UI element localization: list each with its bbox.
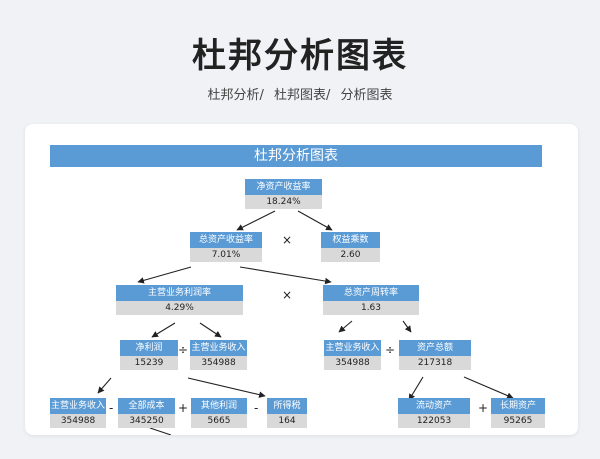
arrow-turnover-revenue	[338, 320, 353, 333]
node-profit-margin[interactable]: 主营业务利润率 4.29%	[116, 285, 243, 315]
node-asset-turnover-label: 总资产周转率	[323, 285, 419, 301]
operator-times-1: ×	[282, 233, 293, 247]
node-current-assets-label: 流动资产	[398, 398, 470, 414]
node-revenue-bottom-label: 主营业务收入	[50, 398, 106, 414]
connector-arrows	[97, 210, 514, 435]
node-revenue-right-value: 354988	[324, 356, 381, 370]
dupont-chart-card: 杜邦分析图表 净资产收益率 18.24% 总资产收益率	[25, 124, 578, 435]
node-roe[interactable]: 净资产收益率 18.24%	[245, 179, 322, 209]
node-revenue-bottom[interactable]: 主营业务收入 354988	[50, 398, 106, 428]
operator-plus-1: +	[178, 401, 189, 415]
node-roa-label: 总资产收益率	[190, 232, 262, 248]
node-total-cost-label: 全部成本	[118, 398, 175, 414]
chart-banner: 杜邦分析图表	[50, 145, 542, 167]
breadcrumb-item-1[interactable]: 杜邦分析/	[207, 88, 264, 103]
operator-times-2: ×	[282, 288, 293, 302]
node-revenue-right-label: 主营业务收入	[324, 340, 381, 356]
node-revenue-left-value: 354988	[190, 356, 247, 370]
node-income-tax-value: 164	[267, 414, 307, 428]
node-other-profit-label: 其他利润	[191, 398, 247, 414]
operator-minus-1: -	[109, 401, 114, 415]
node-long-term-assets-value: 95265	[491, 414, 545, 428]
node-equity-multiplier-label: 权益乘数	[321, 232, 380, 248]
operator-divide-2: ÷	[385, 343, 396, 357]
breadcrumb-item-2[interactable]: 杜邦图表/	[273, 88, 331, 103]
node-roa-value: 7.01%	[190, 248, 262, 262]
node-income-tax-label: 所得税	[267, 398, 307, 414]
node-other-profit[interactable]: 其他利润 5665	[191, 398, 247, 428]
breadcrumb: 杜邦分析/ 杜邦图表/ 分析图表	[0, 84, 600, 103]
node-current-assets-value: 122053	[398, 414, 470, 428]
node-roa[interactable]: 总资产收益率 7.01%	[190, 232, 262, 262]
node-asset-turnover[interactable]: 总资产周转率 1.63	[323, 285, 419, 315]
arrow-assets-current	[408, 376, 424, 401]
arrow-margin-net	[151, 322, 176, 338]
node-equity-multiplier-value: 2.60	[321, 248, 380, 262]
node-net-profit-value: 15239	[120, 356, 178, 370]
node-total-cost-value: 345250	[118, 414, 175, 428]
node-roe-label: 净资产收益率	[245, 179, 322, 195]
node-long-term-assets[interactable]: 长期资产 95265	[491, 398, 545, 428]
arrow-roa-margin	[137, 266, 192, 284]
node-revenue-left-label: 主营业务收入	[190, 340, 247, 356]
arrow-net-tax	[187, 377, 266, 398]
page-title: 杜邦分析图表	[192, 36, 408, 76]
node-total-cost[interactable]: 全部成本 345250	[118, 398, 175, 428]
node-revenue-bottom-value: 354988	[50, 414, 106, 428]
node-other-profit-value: 5665	[191, 414, 247, 428]
arrow-cost-tail	[149, 427, 172, 435]
arrow-roa-turnover	[239, 266, 332, 285]
node-net-profit[interactable]: 净利润 15239	[120, 340, 178, 370]
node-equity-multiplier[interactable]: 权益乘数 2.60	[321, 232, 380, 262]
arrow-roe-equity	[297, 210, 333, 231]
arrow-roe-roa	[236, 210, 276, 231]
arrow-margin-revenue	[199, 322, 222, 338]
node-revenue-right[interactable]: 主营业务收入 354988	[324, 340, 381, 370]
node-asset-turnover-value: 1.63	[323, 301, 419, 315]
node-long-term-assets-label: 长期资产	[491, 398, 545, 414]
node-total-assets-value: 217318	[399, 356, 471, 370]
node-total-assets-label: 资产总额	[399, 340, 471, 356]
node-profit-margin-label: 主营业务利润率	[116, 285, 243, 301]
node-revenue-left[interactable]: 主营业务收入 354988	[190, 340, 247, 370]
operator-minus-2: -	[254, 401, 259, 415]
node-income-tax[interactable]: 所得税 164	[267, 398, 307, 428]
node-total-assets[interactable]: 资产总额 217318	[399, 340, 471, 370]
node-net-profit-label: 净利润	[120, 340, 178, 356]
arrow-assets-longterm	[463, 376, 514, 399]
breadcrumb-item-3[interactable]: 分析图表	[340, 88, 393, 103]
operator-divide-1: ÷	[178, 343, 189, 357]
arrow-turnover-assets	[402, 320, 412, 333]
node-roe-value: 18.24%	[245, 195, 322, 209]
operator-plus-2: +	[478, 401, 489, 415]
arrow-net-revenue	[97, 377, 112, 394]
node-current-assets[interactable]: 流动资产 122053	[398, 398, 470, 428]
node-profit-margin-value: 4.29%	[116, 301, 243, 315]
